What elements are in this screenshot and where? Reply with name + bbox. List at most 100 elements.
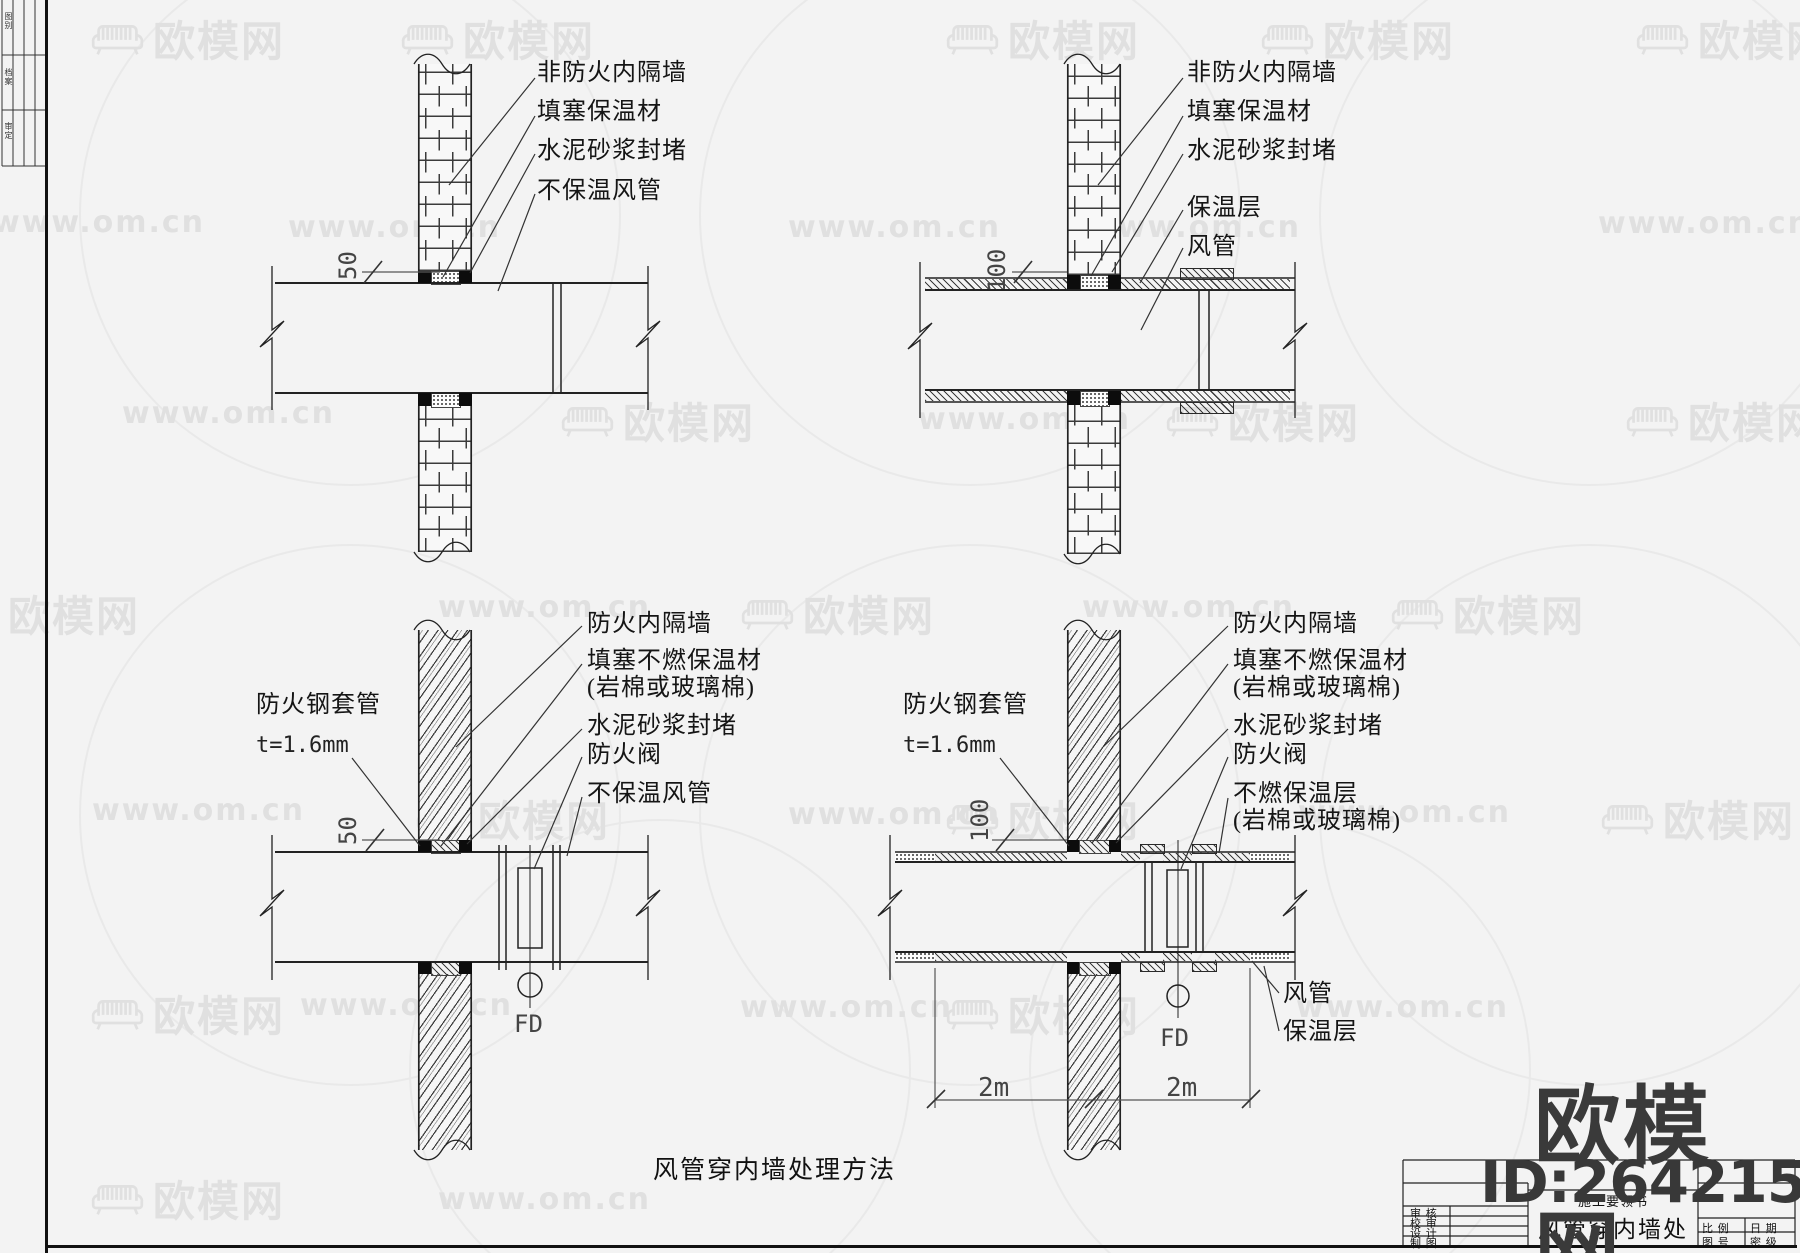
d3-fire-damper-tag: FD xyxy=(514,1010,543,1038)
d1-label-stuffed-insulation: 填塞保温材 xyxy=(537,99,662,125)
d1-linework xyxy=(259,53,661,563)
watermark-url: www.om.cn xyxy=(1082,590,1296,625)
watermark-logo-text: 欧模网 xyxy=(1453,592,1586,641)
d2-insulation-band xyxy=(925,390,1067,401)
site-logo-text: 欧模网 xyxy=(1534,1077,1712,1253)
corner-row: 档案 xyxy=(4,68,13,86)
d4-insulation-band xyxy=(935,853,1067,862)
watermark-logo: 欧模网 xyxy=(1625,390,1800,451)
watermark-logo: 欧模网 xyxy=(90,983,285,1044)
d4-flange-insulation-bump xyxy=(1192,844,1217,854)
d2-dim-text: 100 xyxy=(983,249,1011,292)
watermark-logo-text: 欧模网 xyxy=(463,17,596,66)
d2-seal-insulation-bottom xyxy=(1080,391,1110,407)
d2-label-insulation-layer: 保温层 xyxy=(1187,195,1262,221)
d4-fire-damper-tag: FD xyxy=(1160,1024,1189,1052)
d4-label-fire-steel-sleeve: 防火钢套管 xyxy=(903,692,1028,718)
d2-label-non-fire-partition: 非防火内隔墙 xyxy=(1187,60,1337,86)
titleblock-field-security: 密 级 xyxy=(1750,1237,1778,1249)
watermark-url: www.om.cn xyxy=(438,1182,652,1217)
watermark-logo: 欧模网 xyxy=(560,390,755,451)
watermark-logo-text: 欧模网 xyxy=(1663,797,1796,846)
d1-label-non-fire-partition: 非防火内隔墙 xyxy=(537,60,687,86)
d3-label-cement-mortar-seal: 水泥砂浆封堵 xyxy=(587,713,737,739)
d4-label-insulation-layer: 保温层 xyxy=(1283,1019,1358,1045)
d3-dim-text: 50 xyxy=(334,816,362,845)
watermark-logo-text: 欧模网 xyxy=(153,992,286,1041)
d4-fire-wall-lower xyxy=(1067,974,1121,1150)
watermark-logo-text: 欧模网 xyxy=(1688,399,1800,448)
watermark-logo: 欧模网 xyxy=(1260,8,1455,69)
d3-fire-wall-lower xyxy=(418,974,472,1150)
titleblock-field-number: 图 号 xyxy=(1702,1237,1730,1249)
watermark-url: www.om.cn xyxy=(92,793,306,828)
watermark-url: www.om.cn xyxy=(1598,206,1800,241)
watermark-logo-text: 欧模网 xyxy=(803,592,936,641)
d1-label-cement-mortar-seal: 水泥砂浆封堵 xyxy=(537,138,687,164)
d3-label-fire-partition: 防火内隔墙 xyxy=(587,611,712,637)
d4-label-fire-damper: 防火阀 xyxy=(1233,742,1308,768)
watermark-logo: 欧模网 xyxy=(415,788,610,849)
d2-flange-insulation-bump xyxy=(1180,402,1234,414)
d4-flange-insulation-bump xyxy=(1140,962,1165,972)
titleblock-doc-type: 施工要领书 xyxy=(1577,1194,1648,1209)
d2-insulation-band xyxy=(1121,279,1290,290)
watermark-logo: 欧模网 xyxy=(90,1168,285,1229)
d4-label-noncombustible-layer: 不燃保温层 xyxy=(1233,781,1358,807)
watermark-logo: 欧模网 xyxy=(1600,788,1795,849)
d2-brick-wall-upper xyxy=(1067,64,1121,275)
corner-row: 图别 xyxy=(4,12,13,30)
d2-insulation-band xyxy=(925,279,1067,290)
watermark-logo: 欧模网 xyxy=(740,583,935,644)
watermark-logo-text: 欧模网 xyxy=(1228,399,1361,448)
watermark-logo: 欧模网 xyxy=(400,8,595,69)
d4-dim-2m-left: 2m xyxy=(978,1073,1009,1103)
d4-label-rockwool-note-2: (岩棉或玻璃棉) xyxy=(1233,808,1401,834)
titleblock-row-designer: 设 计 xyxy=(1410,1228,1438,1240)
d4-label-cement-mortar-seal: 水泥砂浆封堵 xyxy=(1233,713,1383,739)
watermark-logo-text: 欧模网 xyxy=(1698,17,1800,66)
d1-brick-wall-upper xyxy=(418,64,472,271)
watermark-logo: 欧模网 xyxy=(0,583,140,644)
d3-label-uninsulated-duct: 不保温风管 xyxy=(587,781,712,807)
watermark-logo: 欧模网 xyxy=(945,8,1140,69)
titleblock-row-reviewer: 审 核 xyxy=(1410,1208,1438,1220)
d4-linework xyxy=(877,619,1308,1161)
d4-flange-insulation-bump xyxy=(1192,962,1217,972)
d3-fire-wall-upper xyxy=(418,630,472,840)
d3-label-rockwool-note: (岩棉或玻璃棉) xyxy=(587,675,755,701)
d1-brick-wall-lower xyxy=(418,406,472,552)
watermark-url: www.om.cn xyxy=(1298,795,1512,830)
watermark-logo-text: 欧模网 xyxy=(153,17,286,66)
d4-insulation-band-stipple xyxy=(895,952,935,961)
d4-fire-wall-upper xyxy=(1067,630,1121,840)
watermark-logo-text: 欧模网 xyxy=(1323,17,1456,66)
watermark-logo-text: 欧模网 xyxy=(1008,17,1141,66)
titleblock-row-checker: 校 审 xyxy=(1410,1218,1438,1230)
d2-label-duct: 风管 xyxy=(1187,234,1237,260)
d4-flange-insulation-bump xyxy=(1140,844,1165,854)
model-id: ID:2642157 xyxy=(1480,1148,1800,1216)
watermark-logo: 欧模网 xyxy=(90,8,285,69)
titleblock-field-date: 日 期 xyxy=(1750,1223,1778,1235)
watermark-logo-text: 欧模网 xyxy=(623,399,756,448)
d2-label-stuffed-insulation: 填塞保温材 xyxy=(1187,99,1312,125)
d3-label-noncombustible-insulation: 填塞不燃保温材 xyxy=(587,648,762,674)
watermark-logo-text: 欧模网 xyxy=(478,797,611,846)
d2-flange-insulation-bump xyxy=(1180,268,1234,280)
d1-label-uninsulated-duct: 不保温风管 xyxy=(537,178,662,204)
d4-insulation-band xyxy=(1215,853,1250,862)
d4-label-duct: 风管 xyxy=(1283,981,1333,1007)
titleblock-drawing-title: 风管穿内墙处理 xyxy=(1538,1217,1688,1253)
watermark-logo-text: 欧模网 xyxy=(153,1177,286,1226)
watermark-url: www.om.cn xyxy=(1296,990,1510,1025)
watermark-url: www.om.cn xyxy=(122,396,336,431)
watermark-url: www.om.cn xyxy=(0,205,206,240)
d3-label-sleeve-thickness: t=1.6mm xyxy=(256,733,349,758)
watermark-url: www.om.cn xyxy=(788,210,1002,245)
d3-linework xyxy=(259,619,661,1161)
